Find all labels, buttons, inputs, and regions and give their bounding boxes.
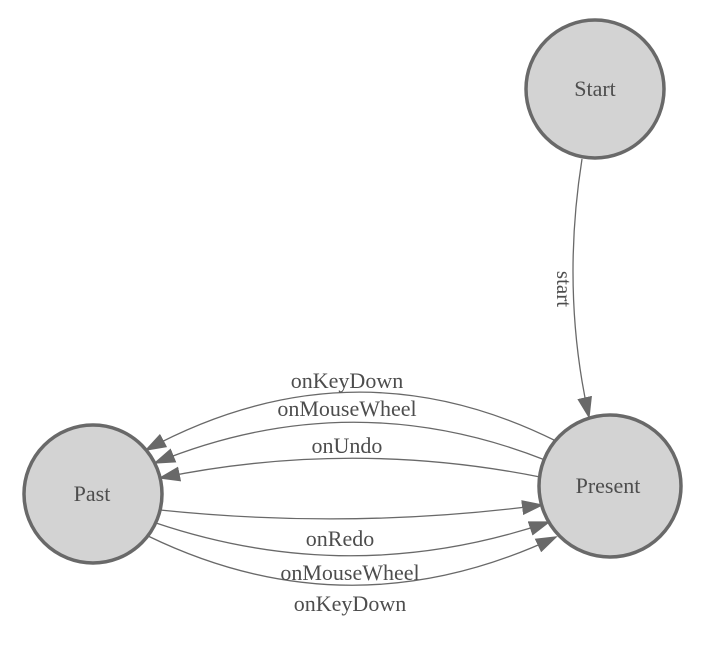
edge-label-onkeydown-top: onKeyDown xyxy=(291,368,403,393)
edges-layer xyxy=(144,158,592,586)
edge-present-to-past-onundo xyxy=(158,457,541,482)
edge-labels-layer: start onKeyDown onMouseWheel onUndo onRe… xyxy=(277,271,576,616)
node-present-label: Present xyxy=(576,473,641,498)
edge-label-onmousewheel-bottom: onMouseWheel xyxy=(280,560,419,585)
node-past[interactable]: Past xyxy=(22,423,164,565)
edge-label-onkeydown-bottom: onKeyDown xyxy=(294,591,406,616)
node-start[interactable]: Start xyxy=(524,18,666,160)
edge-label-onredo: onRedo xyxy=(306,526,374,551)
edge-present-to-past-onkeydown xyxy=(144,391,557,451)
node-past-label: Past xyxy=(74,481,111,506)
edge-present-to-past-onmousewheel xyxy=(153,421,546,464)
node-past-circle[interactable] xyxy=(22,423,164,565)
edge-past-to-present-onkeydown xyxy=(147,535,558,586)
edge-start-to-present xyxy=(572,158,592,419)
edge-past-to-present-onredo xyxy=(159,500,544,520)
node-start-circle[interactable] xyxy=(524,18,666,160)
edge-label-onundo: onUndo xyxy=(312,433,383,458)
node-present-circle[interactable] xyxy=(537,413,683,559)
node-present[interactable]: Present xyxy=(537,413,683,559)
edge-label-start: start xyxy=(552,271,576,307)
edge-label-onmousewheel-top: onMouseWheel xyxy=(277,396,416,421)
edge-past-to-present-onmousewheel xyxy=(155,521,551,557)
node-start-label: Start xyxy=(574,76,616,101)
